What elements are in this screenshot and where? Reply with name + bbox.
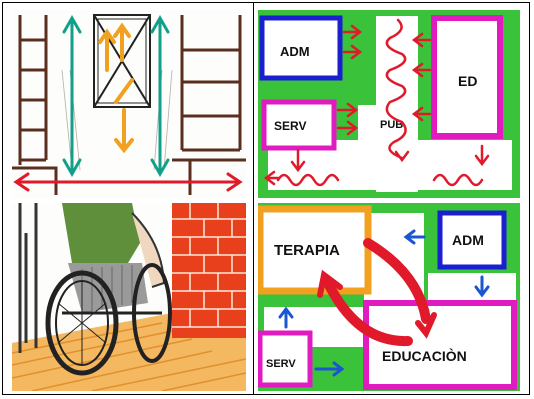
adm-label-2: ADM xyxy=(452,232,484,248)
corridor-sketch xyxy=(12,10,246,198)
zoning-plan-1-panel: ADM ED SERV PUB xyxy=(258,10,520,198)
brick-wall xyxy=(172,203,246,338)
wheelchair-sketch xyxy=(12,203,246,391)
wheelchair-sketch-panel xyxy=(12,203,246,391)
column-divider xyxy=(253,2,254,395)
terapia-label: TERAPIA xyxy=(274,242,340,259)
ed-label: ED xyxy=(458,73,477,89)
zoning-plan-2-panel: TERAPIA ADM EDUCACIÒN SERV xyxy=(258,203,520,391)
zoning-plan-2: TERAPIA ADM EDUCACIÒN SERV xyxy=(258,203,520,391)
educacion-label: EDUCACIÒN xyxy=(382,347,467,364)
corridor-sketch-panel xyxy=(12,10,246,198)
educacion-block xyxy=(366,303,514,387)
serv-label-2: SERV xyxy=(266,358,296,370)
serv-label: SERV xyxy=(274,119,306,133)
zoning-plan-1: ADM ED SERV PUB xyxy=(258,10,520,198)
adm-label: ADM xyxy=(280,44,310,59)
